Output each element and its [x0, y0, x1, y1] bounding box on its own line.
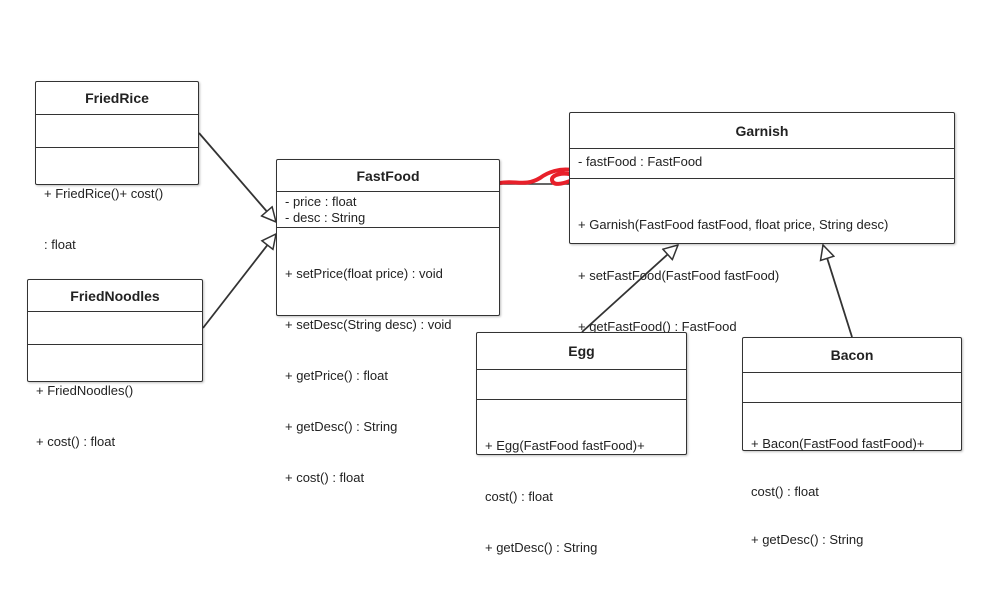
class-operations: + Garnish(FastFood fastFood, float price… [570, 179, 954, 372]
operation: + Bacon(FastFood fastFood)+ [751, 436, 925, 451]
class-name: Garnish [570, 113, 954, 149]
operation: + FriedRice()+ cost() [44, 186, 164, 201]
class-operations: + setPrice(float price) : void + setDesc… [277, 228, 499, 523]
operation: + cost() : float [285, 470, 365, 485]
class-attributes: - price : float - desc : String [277, 192, 499, 228]
class-bacon[interactable]: Bacon + Bacon(FastFood fastFood)+ cost()… [742, 337, 962, 547]
friednoodles-inherits-fastfood [202, 234, 276, 329]
operation: + getDesc() : String [485, 540, 598, 555]
class-name: FriedRice [36, 82, 198, 115]
class-operations: + Bacon(FastFood fastFood)+ cost() : flo… [743, 403, 961, 583]
class-attributes [28, 312, 202, 345]
attribute: - desc : String [285, 210, 366, 225]
class-name: Bacon [743, 338, 961, 373]
operation: + setDesc(String desc) : void [285, 317, 452, 332]
operation: + getDesc() : String [285, 419, 398, 434]
egg-inherits-garnish [581, 245, 678, 333]
class-friedrice[interactable]: FriedRice + FriedRice()+ cost() : float [35, 81, 199, 252]
class-attributes [743, 373, 961, 403]
class-operations: + FriedNoodles() + cost() : float [28, 345, 202, 487]
friedrice-inherits-fastfood [198, 132, 276, 222]
class-attributes [36, 115, 198, 148]
attribute: - fastFood : FastFood [578, 154, 703, 169]
operation: + getFastFood() : FastFood [578, 319, 737, 334]
class-operations: + Egg(FastFood fastFood)+ cost() : float… [477, 400, 686, 593]
operation: + setFastFood(FastFood fastFood) [578, 268, 780, 283]
attribute: - price : float [285, 194, 357, 209]
operation: cost() : float [751, 484, 819, 499]
class-attributes: - fastFood : FastFood [570, 149, 954, 179]
operation: + Garnish(FastFood fastFood, float price… [578, 217, 889, 232]
class-operations: + FriedRice()+ cost() : float [36, 148, 198, 290]
operation: + getDesc() : String [751, 532, 864, 547]
class-name: FastFood [277, 160, 499, 192]
class-name: FriedNoodles [28, 280, 202, 312]
class-name: Egg [477, 333, 686, 370]
operation: : float [44, 237, 76, 252]
operation: + Egg(FastFood fastFood)+ [485, 438, 645, 453]
class-garnish[interactable]: Garnish - fastFood : FastFood + Garnish(… [569, 112, 955, 334]
operation: + FriedNoodles() [36, 383, 134, 398]
operation: + getPrice() : float [285, 368, 388, 383]
class-fastfood[interactable]: FastFood - price : float - desc : String… [276, 159, 500, 485]
class-attributes [477, 370, 686, 400]
operation: cost() : float [485, 489, 553, 504]
class-friednoodles[interactable]: FriedNoodles + FriedNoodles() + cost() :… [27, 279, 203, 449]
class-egg[interactable]: Egg + Egg(FastFood fastFood)+ cost() : f… [476, 332, 687, 555]
operation: + cost() : float [36, 434, 116, 449]
bacon-inherits-garnish [823, 245, 853, 338]
operation: + setPrice(float price) : void [285, 266, 443, 281]
